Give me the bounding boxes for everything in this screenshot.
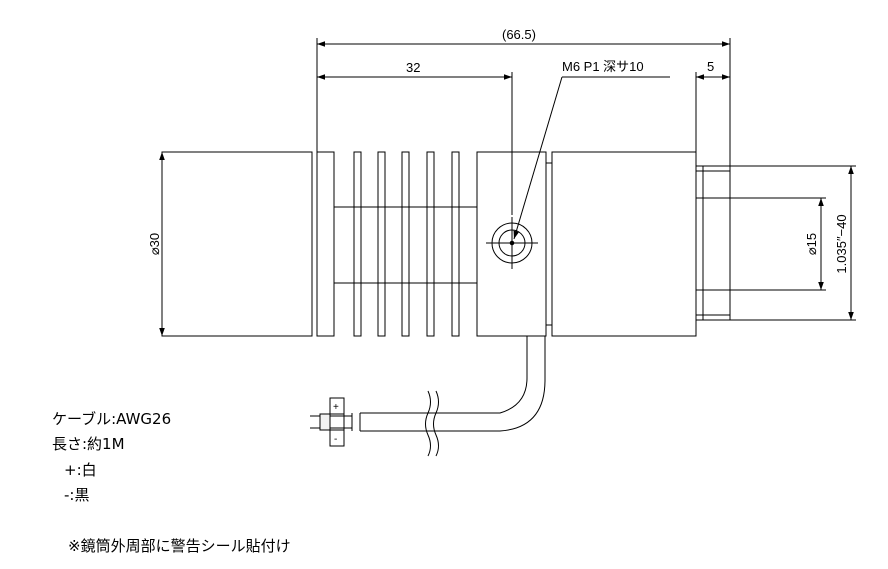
terminal-plus-label: + bbox=[333, 402, 339, 413]
dim-body-dia-text: ⌀30 bbox=[147, 233, 162, 255]
tap-leader bbox=[513, 76, 670, 240]
terminal-plus bbox=[329, 397, 345, 415]
terminal-minus bbox=[329, 429, 345, 447]
dim-end bbox=[695, 72, 730, 152]
note-length: 長さ:約1M bbox=[52, 435, 125, 453]
dim-center bbox=[317, 72, 513, 215]
right-barrel bbox=[551, 151, 697, 337]
heatsink-fin bbox=[353, 151, 362, 337]
dim-bore-dia-text: ⌀15 bbox=[804, 233, 819, 255]
heatsink-fin bbox=[451, 151, 460, 337]
note-sticker: ※鏡筒外周部に警告シール貼付け bbox=[68, 537, 291, 555]
note-plus-wire: +:白 bbox=[64, 461, 97, 479]
heatsink-fin bbox=[401, 151, 410, 337]
dim-thread-text: 1.035″−40 bbox=[834, 214, 849, 273]
note-cable: ケーブル:AWG26 bbox=[52, 410, 171, 428]
dim-bore-dia bbox=[730, 197, 826, 291]
dim-overall bbox=[316, 38, 731, 166]
tap-hole-text: M6 P1 深サ10 bbox=[562, 59, 644, 74]
joint-collar bbox=[545, 162, 553, 326]
dim-thread bbox=[730, 165, 856, 321]
body-outline bbox=[161, 151, 731, 337]
dim-end-text: 5 bbox=[707, 59, 714, 74]
dim-overall-text: (66.5) bbox=[502, 27, 536, 42]
note-minus-wire: -:黒 bbox=[64, 486, 89, 504]
left-barrel bbox=[161, 151, 313, 337]
heatsink-fin bbox=[377, 151, 386, 337]
threaded-end bbox=[695, 165, 731, 321]
heatsink-fin bbox=[316, 151, 335, 337]
heatsink-fin bbox=[426, 151, 435, 337]
cable bbox=[310, 336, 546, 457]
terminal-minus-label: - bbox=[334, 434, 337, 445]
dim-center-text: 32 bbox=[406, 60, 420, 75]
tap-hole-symbol bbox=[486, 217, 538, 269]
